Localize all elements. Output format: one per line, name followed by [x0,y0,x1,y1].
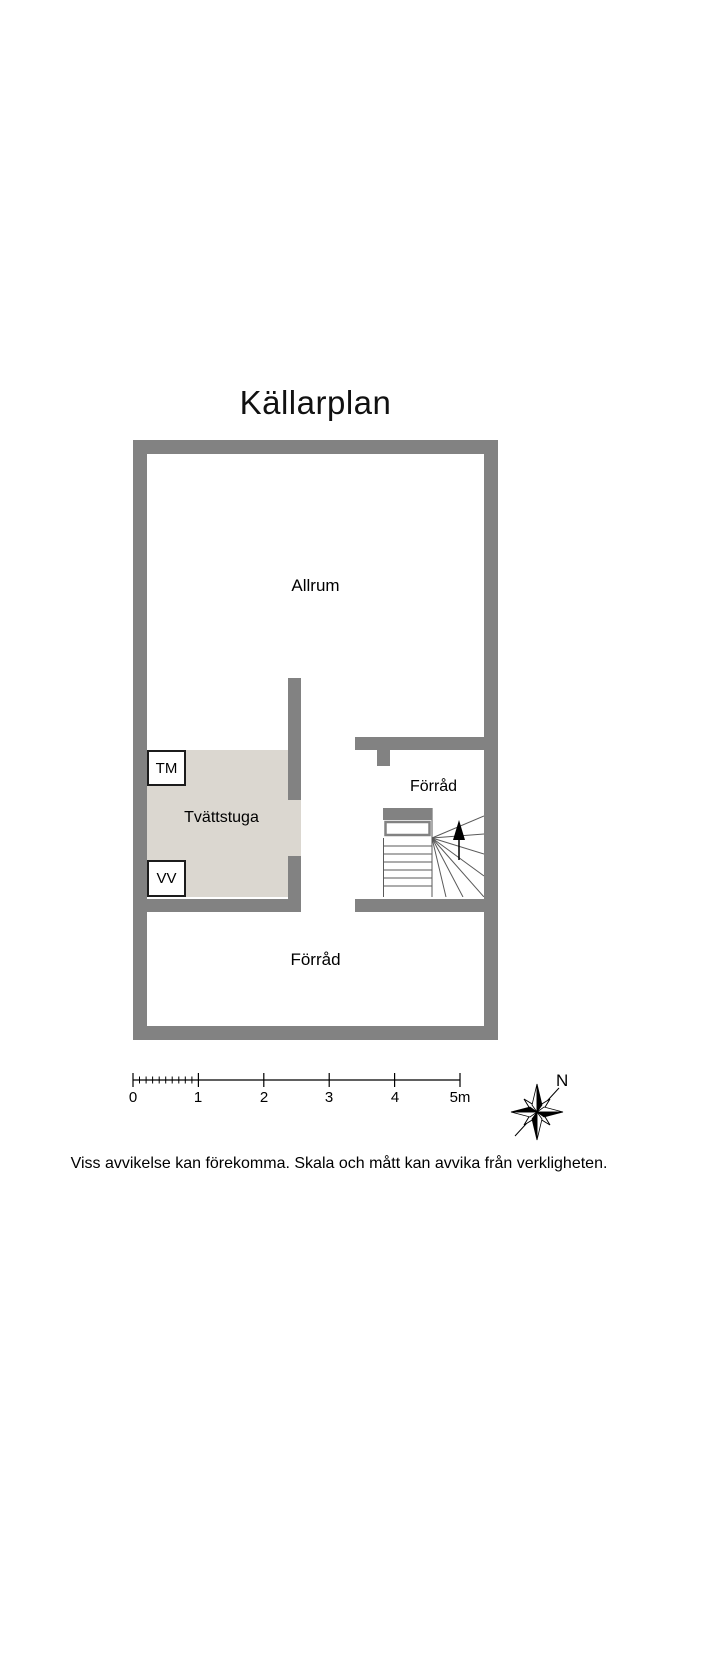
wall-stub-doorjamb [377,750,390,766]
compass-north-label: N [556,1071,569,1090]
scale-bar-minor-ticks [139,1076,193,1084]
stair-wall [383,808,432,820]
room-label-allrum: Allrum [291,576,340,595]
scale-bar [132,1073,461,1087]
scale-label-5: 5m [449,1089,471,1106]
wall-vertical-upper [288,678,301,800]
washing-machine-label: TM [155,759,178,777]
stair-landing-niche [384,820,431,837]
wall-bottom-separator-right [355,899,484,912]
scale-label-2: 2 [259,1089,269,1106]
scale-label-4: 4 [390,1089,400,1106]
scale-label-3: 3 [324,1089,334,1106]
disclaimer-text: Viss avvikelse kan förekomma. Skala och … [70,1155,608,1172]
wall-vertical-lower [288,856,301,912]
laundry-door-opening [288,800,301,856]
wall-horizontal-right [355,737,484,750]
room-label-forrad-right: Förråd [409,778,458,795]
stair-direction-arrow-icon [453,820,465,860]
compass-main-rays [510,1083,564,1141]
stair-treads [383,808,484,897]
staircase [383,808,484,897]
floor-plan: TM VV [133,440,498,1040]
scale-label-1: 1 [193,1089,203,1106]
washing-machine-box: TM [147,750,186,786]
compass-rose-icon [510,1083,564,1141]
scale-label-0: 0 [128,1089,138,1106]
room-label-tvattstuga: Tvättstuga [184,809,259,826]
water-heater-label: VV [156,870,177,887]
scale-bar-lines [132,1073,461,1087]
water-heater-box: VV [147,860,186,897]
room-label-forrad-bottom: Förråd [290,950,341,969]
plan-title: Källarplan [239,384,392,421]
wall-bottom-separator-left [147,899,301,912]
